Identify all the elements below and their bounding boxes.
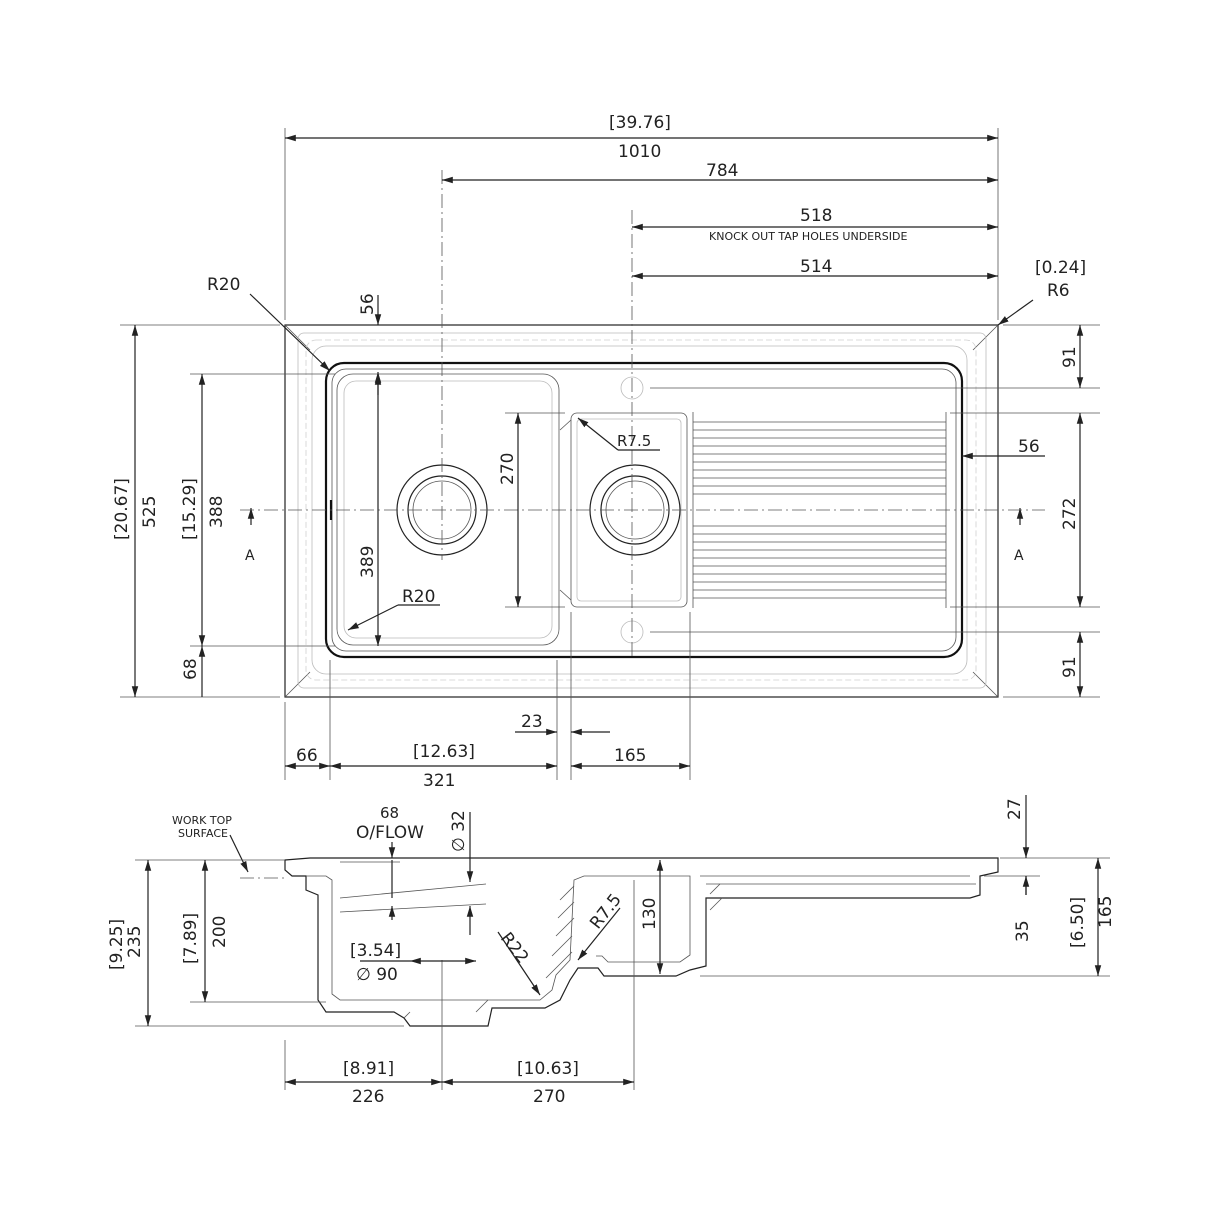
main-bowl-width-inch: [12.63] [413, 742, 475, 762]
top-margin: 56 [358, 293, 378, 315]
tap-hole-top-offset: 91 [1060, 346, 1080, 368]
plan-dimensions: [39.76] 1010 784 518 KNOCK OUT TAP HOLES… [112, 113, 1100, 791]
overall-depth: 525 [140, 496, 160, 528]
corner-radius: R6 [1047, 281, 1070, 301]
section-half-bowl-radius: R7.5 [586, 890, 626, 933]
bowl-radius-bottom: R20 [402, 587, 435, 607]
tap-hole-bottom-offset: 91 [1060, 656, 1080, 678]
main-bowl-width: 321 [423, 771, 455, 791]
half-bowl-length: 270 [498, 453, 518, 485]
bowl-radius-top: R20 [207, 275, 240, 295]
total-depth: 235 [125, 926, 145, 958]
waste-spacing: 270 [533, 1087, 565, 1107]
bowl-depth-inch: [7.89] [181, 913, 201, 964]
half-bowl-overall: 165 [1096, 896, 1116, 928]
overflow-label: O/FLOW [356, 823, 424, 843]
worktop-label-2: SURFACE [178, 827, 228, 840]
bottom-margin: 68 [181, 658, 201, 680]
drainer-grooves [692, 412, 947, 608]
bowl-length: 388 [207, 496, 227, 528]
tap-hole-offset: 518 [800, 206, 832, 226]
inner-radius: R22 [496, 929, 532, 968]
total-depth-inch: [9.25] [107, 919, 127, 970]
waste-diameter: ∅ 90 [356, 965, 398, 985]
bowl-length-inch: [15.29] [180, 478, 200, 540]
overall-width: 1010 [618, 142, 661, 162]
waste-spacing-inch: [10.63] [517, 1059, 579, 1079]
overflow-diameter: ∅ 32 [449, 810, 469, 852]
drainer-offset: 514 [800, 257, 832, 277]
waste-offset: 226 [352, 1087, 384, 1107]
corner-radius-inch: [0.24] [1035, 258, 1086, 278]
half-bowl-radius: R7.5 [617, 432, 651, 450]
waste-offset-inch: [8.91] [343, 1059, 394, 1079]
waste-offset-784: 784 [706, 161, 738, 181]
drainer-groove-span: 272 [1060, 498, 1080, 530]
overflow-height: 68 [380, 804, 399, 822]
bowl-length-inner: 389 [358, 546, 378, 578]
overall-width-inch: [39.76] [609, 113, 671, 133]
half-bowl-depth: 130 [640, 898, 660, 930]
waste-diameter-inch: [3.54] [350, 941, 401, 961]
tap-hole-top [620, 376, 644, 400]
left-edge-margin: 66 [296, 746, 318, 766]
drainer-depth: 35 [1013, 920, 1033, 942]
sink-outline [284, 324, 999, 698]
plan-view: A A [240, 170, 1045, 698]
drainer-side-margin: 56 [1018, 437, 1040, 457]
overall-depth-inch: [20.67] [112, 478, 132, 540]
sink-section-profile [284, 857, 999, 1027]
half-bowl-width: 165 [614, 746, 646, 766]
section-mark-left: A [245, 548, 255, 564]
section-view: WORK TOP SURFACE [107, 795, 1116, 1107]
bowl-divider: 23 [521, 712, 543, 732]
rim-height: 27 [1005, 798, 1025, 820]
section-mark-right: A [1014, 548, 1024, 564]
main-bowl [336, 373, 560, 646]
worktop-label-1: WORK TOP [172, 814, 232, 827]
half-bowl-overall-inch: [6.50] [1068, 897, 1088, 948]
bowl-depth: 200 [210, 916, 230, 948]
tap-hole-note: KNOCK OUT TAP HOLES UNDERSIDE [709, 230, 907, 243]
